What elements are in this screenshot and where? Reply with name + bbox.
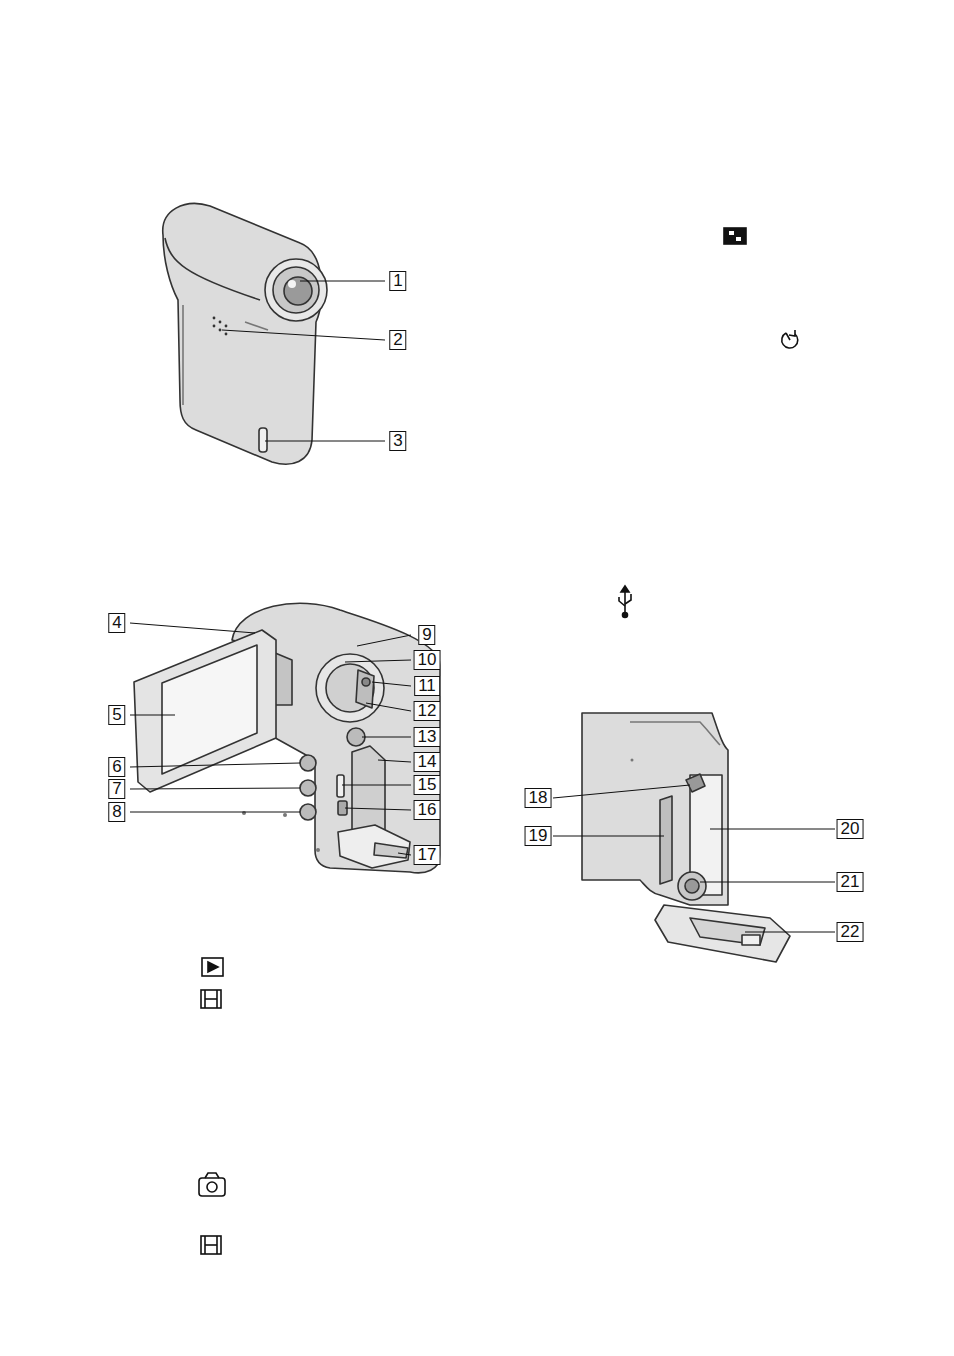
callout-number: 2 [389, 330, 406, 350]
callout-number: 13 [414, 727, 441, 747]
usb-icon [619, 586, 631, 618]
movie-icon [201, 990, 221, 1008]
callout-number: 9 [418, 625, 435, 645]
play-icon [202, 958, 223, 976]
icons [199, 228, 798, 1254]
callout-number: 11 [414, 676, 440, 696]
callout-number: 5 [108, 705, 125, 725]
callout-number: 4 [108, 613, 125, 633]
battery-view [582, 713, 790, 962]
leader-lines [130, 623, 411, 855]
callout-number: 1 [389, 271, 406, 291]
callout-number: 16 [414, 800, 441, 820]
callout-number: 12 [414, 701, 441, 721]
movie-icon [201, 1236, 221, 1254]
self-timer-icon [782, 330, 798, 348]
callout-number: 18 [525, 788, 552, 808]
callout-number: 3 [389, 431, 406, 451]
callout-number: 14 [414, 752, 441, 772]
still-camera-icon [199, 1173, 225, 1196]
callout-number: 8 [108, 802, 125, 822]
callout-number: 6 [108, 757, 125, 777]
callout-number: 17 [414, 845, 441, 865]
index-icon [724, 228, 746, 244]
rear-view [134, 603, 440, 873]
callout-number: 21 [837, 872, 864, 892]
callout-number: 15 [414, 775, 441, 795]
front-view [163, 204, 327, 465]
callout-number: 22 [837, 922, 864, 942]
callout-number: 10 [414, 650, 441, 670]
callout-number: 19 [525, 826, 552, 846]
callout-number: 20 [837, 819, 864, 839]
leader-lines [222, 281, 385, 441]
callout-number: 7 [108, 779, 125, 799]
leader-lines [553, 785, 835, 932]
